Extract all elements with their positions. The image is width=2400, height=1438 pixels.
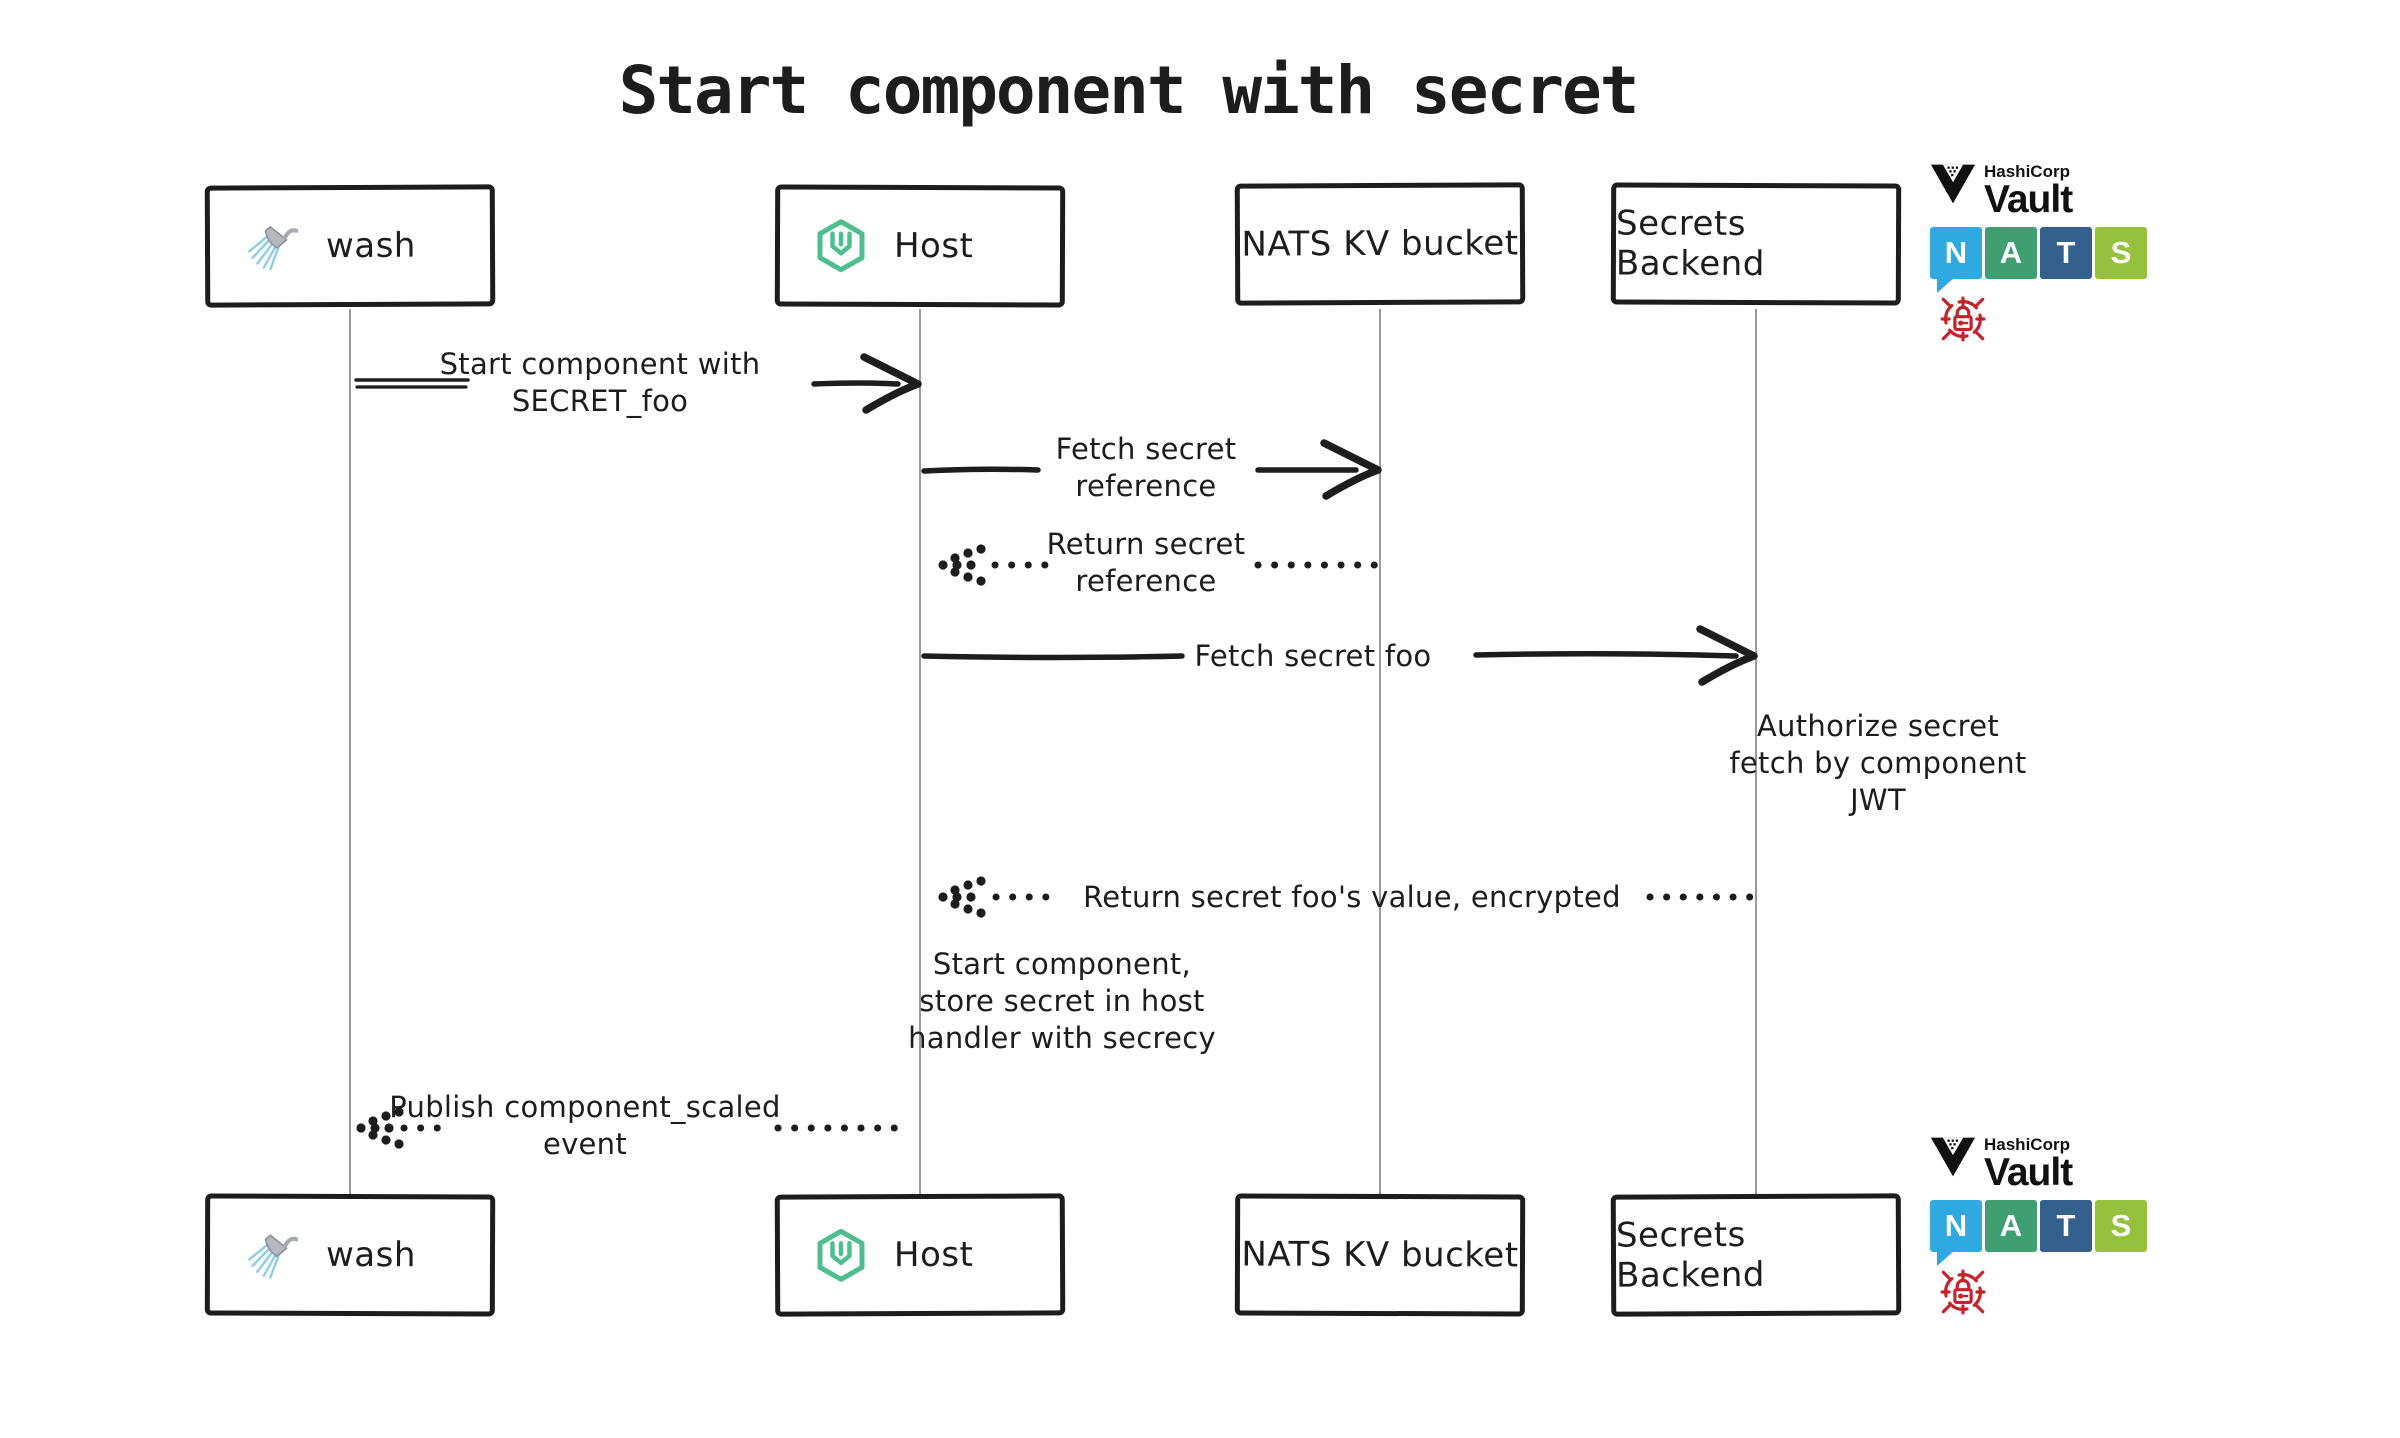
arrow-return-reference: [938, 544, 1382, 586]
nats-tile-s: S: [2095, 227, 2147, 279]
note-authorize-secret: Authorize secret fetch by component JWT: [1729, 709, 2027, 817]
message-publish-event: Publish component_scaled event: [389, 1090, 781, 1161]
note-start-store-secret: Start component, store secret in host ha…: [908, 947, 1216, 1055]
vault-product-text: Vault: [1984, 1151, 2073, 1194]
actor-label: Host: [893, 1234, 974, 1276]
nats-tile-t: T: [2040, 227, 2092, 279]
vault-logo: HashiCorp Vault: [1930, 162, 2073, 221]
wasmcloud-hexagon-icon: [817, 219, 865, 273]
message-return-reference: Return secret reference: [1046, 527, 1246, 598]
nats-logo: N A T S: [1930, 1200, 2147, 1266]
actor-label: Secrets Backend: [1615, 1215, 1766, 1296]
wasmcloud-hexagon-icon: [817, 1228, 865, 1282]
actor-box-wash-top: wash: [204, 184, 496, 308]
arrow-publish-event: [356, 1107, 910, 1149]
actor-box-secrets-backend-bottom: Secrets Backend: [1610, 1193, 1902, 1317]
arrow-fetch-reference: [921, 443, 1378, 496]
arrow-start-component: [354, 357, 918, 410]
nats-tile-s: S: [2095, 1200, 2147, 1252]
actor-box-nats-kv-top: NATS KV bucket: [1234, 182, 1526, 306]
actor-label: NATS KV bucket: [1241, 1234, 1519, 1276]
message-start-component: Start component with SECRET_foo: [439, 347, 761, 418]
nats-speech-tail: [1937, 278, 1954, 293]
actor-box-secrets-backend-top: Secrets Backend: [1610, 182, 1902, 306]
actor-box-host-top: Host: [774, 184, 1066, 308]
page-title: Start component with secret: [618, 52, 1640, 129]
vault-logo: HashiCorp Vault: [1930, 1135, 2073, 1194]
shower-icon: [248, 1234, 299, 1279]
actor-box-nats-kv-bottom: NATS KV bucket: [1234, 1193, 1526, 1317]
actor-box-host-bottom: Host: [774, 1193, 1066, 1317]
hashicorp-vault-triangle-icon: [1930, 164, 1976, 204]
shower-icon: [248, 226, 299, 271]
nats-tile-n: N: [1930, 1200, 1982, 1252]
actor-label: Secrets Backend: [1615, 203, 1765, 285]
actor-label: wash: [325, 225, 416, 267]
arrow-return-secret-value: [938, 876, 1756, 918]
lock-crosshair-icon: [1940, 1269, 1986, 1315]
hashicorp-vault-triangle-icon: [1930, 1137, 1976, 1177]
nats-speech-tail: [1937, 1251, 1954, 1266]
arrow-fetch-secret-foo: [921, 629, 1754, 682]
message-fetch-reference: Fetch secret reference: [1055, 432, 1237, 503]
nats-tile-t: T: [2040, 1200, 2092, 1252]
lock-crosshair-icon: [1940, 296, 1986, 342]
actor-label: NATS KV bucket: [1241, 223, 1519, 265]
vault-product-text: Vault: [1984, 178, 2073, 221]
vault-brand-text: HashiCorp: [1984, 162, 2070, 181]
vault-brand-text: HashiCorp: [1984, 1135, 2070, 1154]
actor-box-wash-bottom: wash: [204, 1193, 496, 1317]
nats-tile-a: A: [1985, 227, 2037, 279]
actor-label: Host: [893, 225, 974, 267]
message-return-secret-value: Return secret foo's value, encrypted: [1083, 880, 1621, 914]
nats-tile-a: A: [1985, 1200, 2037, 1252]
lifelines: [349, 309, 1757, 1196]
actor-label: wash: [325, 1234, 416, 1276]
nats-tile-n: N: [1930, 227, 1982, 279]
message-fetch-secret-foo: Fetch secret foo: [1194, 639, 1432, 673]
nats-logo: N A T S: [1930, 227, 2147, 293]
